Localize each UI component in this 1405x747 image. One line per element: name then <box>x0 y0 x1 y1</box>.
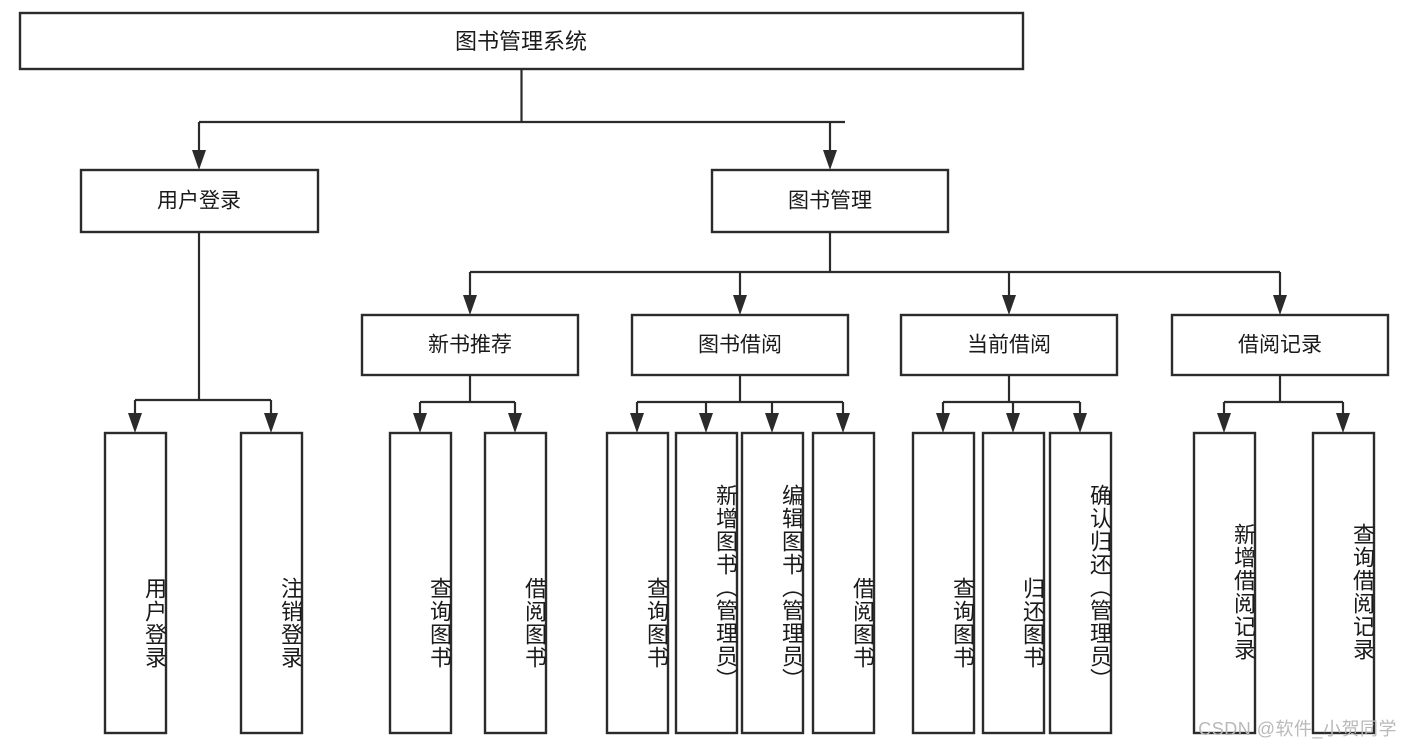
connector-group-borrow-record <box>1217 375 1350 433</box>
connector-group-user-login <box>128 232 278 433</box>
leaf-box-confirm-return-admin[interactable] <box>1048 431 1113 735</box>
connector-group-book-manage <box>463 232 1287 315</box>
node-new-book-recommend-label: 新书推荐 <box>428 334 512 357</box>
connector-group-new-book <box>413 375 522 433</box>
leaf-box-edit-book-admin[interactable] <box>740 431 805 735</box>
node-borrow-record[interactable]: 借阅记录 <box>1170 313 1390 377</box>
leaf-box-query-book-nbr[interactable] <box>388 431 453 735</box>
leaf-box-logout[interactable] <box>239 431 304 735</box>
node-root[interactable]: 图书管理系统 <box>18 11 1025 71</box>
node-book-management-label: 图书管理 <box>788 190 872 213</box>
leaf-box-borrow-book-bb[interactable] <box>811 431 876 735</box>
csdn-watermark: CSDN @软件_小贺同学 <box>1198 719 1397 739</box>
node-book-management-box[interactable] <box>710 168 950 234</box>
node-user-login-box[interactable] <box>79 168 320 234</box>
node-root-box[interactable] <box>18 11 1025 71</box>
leaf-box-add-book-admin[interactable] <box>674 431 739 735</box>
node-user-login-label: 用户登录 <box>157 190 241 213</box>
connector-group-book-borrow <box>630 375 850 433</box>
node-book-borrow-label: 图书借阅 <box>698 334 782 357</box>
node-root-label: 图书管理系统 <box>455 29 587 54</box>
connector-group-root <box>192 69 845 170</box>
node-book-borrow-box[interactable] <box>630 313 850 377</box>
node-borrow-record-label: 借阅记录 <box>1238 334 1322 357</box>
leaf-box-query-borrow-record[interactable] <box>1311 431 1376 735</box>
node-current-borrow-label: 当前借阅 <box>967 334 1051 357</box>
leaf-box-query-book-cb[interactable] <box>911 431 976 735</box>
leaf-box-return-book[interactable] <box>981 431 1046 735</box>
node-book-management[interactable]: 图书管理 <box>710 168 950 234</box>
connector-group-current-borrow <box>936 375 1087 433</box>
node-new-book-recommend-box[interactable] <box>360 313 580 377</box>
node-user-login[interactable]: 用户登录 <box>79 168 320 234</box>
node-borrow-record-box[interactable] <box>1170 313 1390 377</box>
leaf-box-query-book-bb[interactable] <box>605 431 670 735</box>
node-current-borrow-box[interactable] <box>899 313 1119 377</box>
leaf-box-user-login[interactable] <box>103 431 168 735</box>
node-book-borrow[interactable]: 图书借阅 <box>630 313 850 377</box>
node-new-book-recommend[interactable]: 新书推荐 <box>360 313 580 377</box>
node-current-borrow[interactable]: 当前借阅 <box>899 313 1119 377</box>
leaf-box-add-borrow-record[interactable] <box>1192 431 1257 735</box>
leaf-box-borrow-book-nbr[interactable] <box>483 431 548 735</box>
